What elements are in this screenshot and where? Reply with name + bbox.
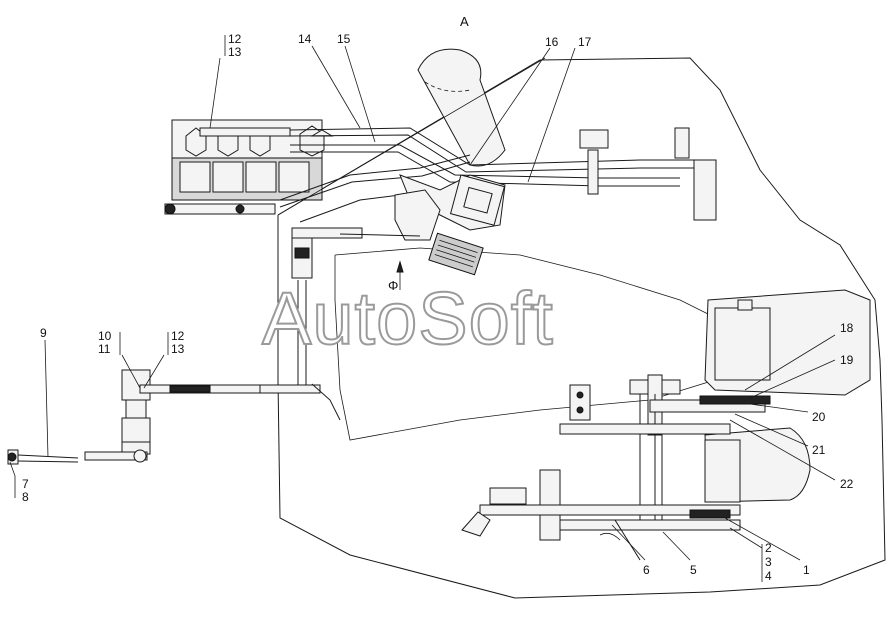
callout-22: 22	[840, 477, 854, 491]
callout-8: 8	[22, 490, 29, 504]
cab-floor-outline	[277, 57, 886, 599]
pedal-assembly	[394, 174, 506, 276]
view-label: A	[460, 14, 469, 29]
callout-10: 10	[98, 329, 112, 343]
callout-3: 3	[765, 555, 772, 569]
callout-17: 17	[578, 35, 592, 49]
callout-14: 14	[298, 32, 312, 46]
callout-18: 18	[840, 321, 854, 335]
callout-13-top: 13	[228, 45, 242, 59]
callout-12-top: 12	[228, 32, 242, 46]
callout-5: 5	[690, 563, 697, 577]
lower-linkage	[461, 374, 771, 561]
callout-16: 16	[545, 35, 559, 49]
callout-15: 15	[337, 32, 351, 46]
leader-lines	[9, 35, 836, 582]
control-rods-upper	[279, 127, 717, 223]
callout-13-left: 13	[171, 342, 185, 356]
steering-column	[417, 48, 506, 167]
filter-housing	[704, 289, 871, 503]
callout-4: 4	[765, 569, 772, 583]
callout-7: 7	[22, 477, 29, 491]
callout-21: 21	[812, 443, 826, 457]
callout-9: 9	[40, 326, 47, 340]
callout-19: 19	[840, 353, 854, 367]
direction-label: Φ	[388, 278, 398, 293]
callout-20: 20	[812, 410, 826, 424]
vertical-link	[254, 227, 421, 421]
callout-2: 2	[765, 541, 772, 555]
left-end-lever	[7, 449, 79, 465]
inner-panel-outline	[334, 247, 721, 441]
hydraulic-distributor	[164, 119, 334, 215]
callout-12-left: 12	[171, 329, 185, 343]
callout-11: 11	[98, 342, 111, 356]
callout-6: 6	[643, 563, 650, 577]
left-lever-assembly	[84, 369, 261, 463]
callout-1: 1	[803, 563, 810, 577]
watermark: AutoSoft	[262, 277, 554, 360]
